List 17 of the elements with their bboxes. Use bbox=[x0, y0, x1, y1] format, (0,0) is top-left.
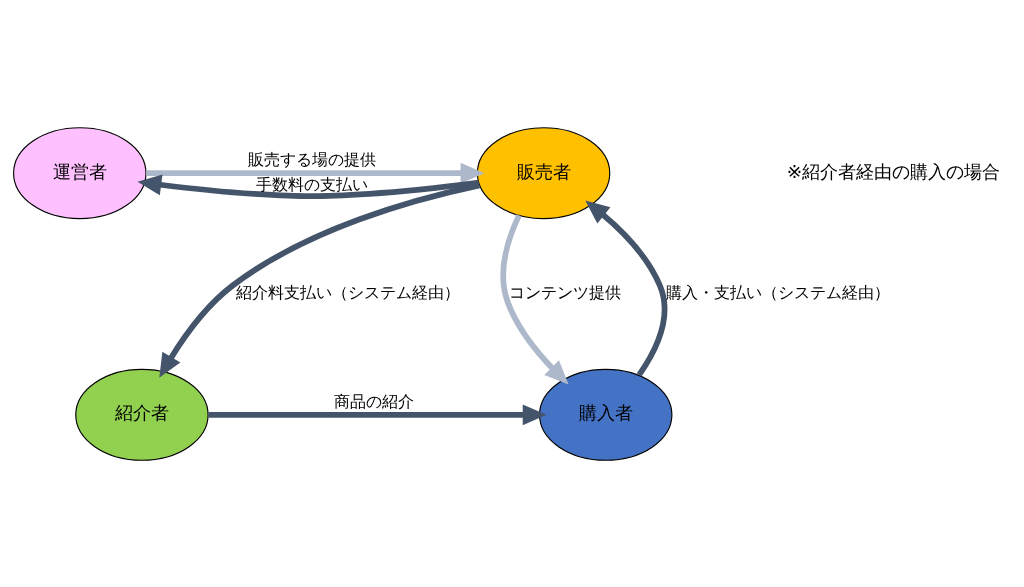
arrow bbox=[158, 182, 480, 378]
edge-label: 販売する場の提供 bbox=[247, 149, 376, 169]
node-ellipse: 購入者 bbox=[538, 368, 672, 461]
label: ※紹介者経由の購入の場合 bbox=[786, 160, 1000, 182]
edge-label: 紹介料支払い（システム経由） bbox=[235, 282, 460, 302]
arrow bbox=[207, 403, 547, 425]
arrow bbox=[145, 162, 484, 184]
arrow bbox=[499, 213, 569, 384]
edge-label: 商品の紹介 bbox=[333, 391, 414, 411]
arrow bbox=[584, 200, 667, 376]
node-ellipse: 紹介者 bbox=[74, 368, 209, 461]
edge-label: コンテンツ提供 bbox=[508, 282, 621, 302]
arrow bbox=[137, 174, 479, 199]
edge-label: 手数料の支払い bbox=[255, 174, 368, 193]
node-ellipse: 運営者 bbox=[12, 126, 147, 219]
edge-label: 購入・支払い（システム経由） bbox=[665, 282, 890, 302]
node-ellipse: 販売者 bbox=[476, 126, 610, 219]
